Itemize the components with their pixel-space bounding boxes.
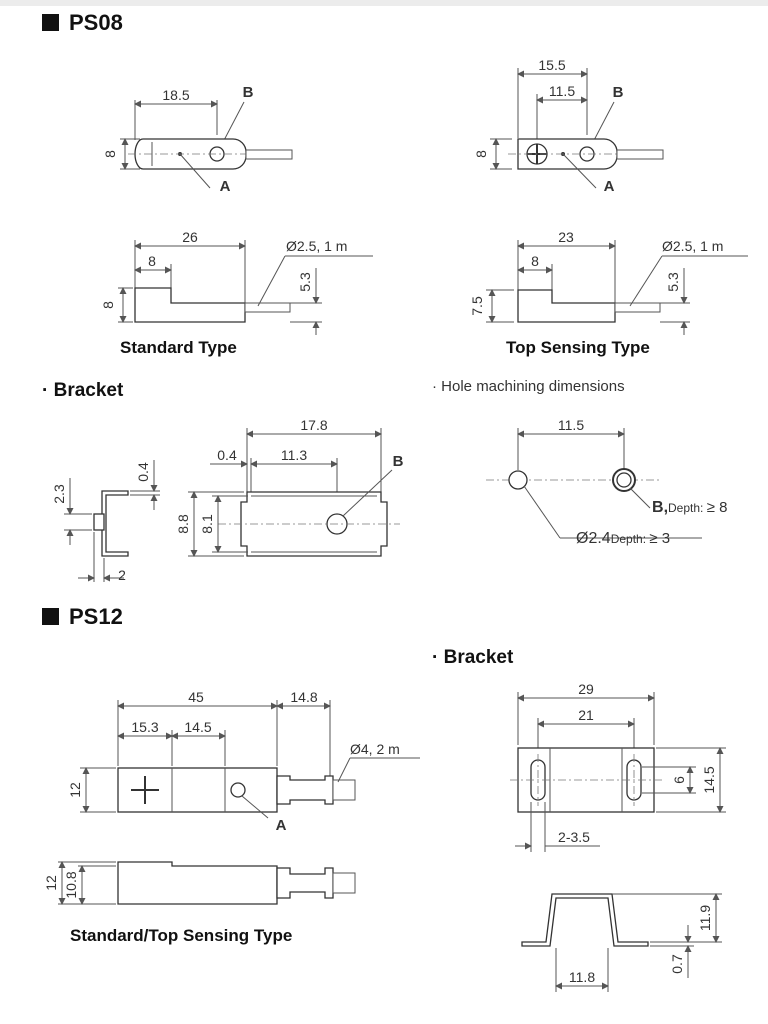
hole-machining-title: Hole machining dimensions (441, 378, 625, 395)
ps08-topsensing-side-view: 23 8 7.5 5.3 Ø2.5, 1 m (469, 229, 748, 335)
ps08-standard-top-view: 18.5 B 8 A (102, 84, 293, 195)
ps12-side-view: 12 10.8 (43, 861, 356, 905)
square-bullet-icon (42, 608, 59, 625)
ps08-std-h-label: 8 (102, 150, 118, 158)
ps12-bracket-inner-label: 21 (578, 707, 594, 723)
ps12-bracket-side-w-label: 11.8 (569, 969, 595, 985)
ps08-ts-a-label: A (604, 178, 615, 195)
hole-b-depth-label: Depth: (668, 501, 707, 515)
ps08-ts-side-h-label: 7.5 (469, 296, 485, 316)
square-bullet-icon (42, 14, 59, 31)
top-strip (0, 0, 768, 6)
ps08-ts-side-len-label: 23 (558, 229, 574, 245)
ps08-bracket-b-label: B (393, 453, 404, 470)
hole-dia-depth-label: Depth: (611, 532, 650, 546)
ps08-std-side-len-label: 26 (182, 229, 198, 245)
ps08-std-b-label: B (243, 84, 254, 101)
ps08-ts-len-label: 15.5 (538, 57, 565, 73)
hole-b-depth-value: ≥ 8 (707, 499, 728, 516)
ps08-bracket-w-label: 2 (118, 567, 126, 583)
ps12-bracket-total-label: 29 (578, 681, 594, 697)
ps12-bracket-side-view: 11.9 0.7 11.8 (521, 893, 722, 992)
ps08-bracket-t-label: 0.4 (135, 462, 151, 482)
ps12-top-view: 45 14.8 15.3 14.5 12 Ø4, 2 m A (67, 689, 420, 834)
ps12-heading: PS12 (42, 604, 123, 630)
ps12-side-h1-label: 12 (43, 875, 59, 891)
ps08-bracket-front-view: 17.8 0.4 11.3 B 8.8 8.1 (175, 417, 404, 557)
ps12-a-len-label: 15.3 (131, 719, 158, 735)
ps12-total-label: 45 (188, 689, 204, 705)
ps08-std-side-h2-label: 5.3 (297, 272, 313, 292)
ps08-ts-inner-label: 11.5 (549, 83, 575, 99)
ps12-b-len-label: 14.5 (184, 719, 211, 735)
hole-machining-heading: · Hole machining dimensions (432, 378, 625, 395)
ps08-top-sensing-caption: Top Sensing Type (506, 338, 650, 357)
hole-b-letter: B (652, 499, 664, 516)
ps12-title: PS12 (69, 604, 123, 629)
hole-dia-value: Ø2.4 (576, 530, 611, 547)
ps12-bracket-hole-label: 2-3.5 (558, 829, 590, 845)
hole-machining-view: 11.5 B,Depth: ≥ 8 Ø2.4Depth: ≥ 3 (486, 417, 727, 547)
ps12-cable-label: Ø4, 2 m (350, 741, 400, 757)
ps12-caption: Standard/Top Sensing Type (70, 926, 293, 945)
ps12-bracket-side-h-label: 11.9 (697, 905, 713, 931)
ps08-standard-side-view: 26 8 8 5.3 Ø2.5, 1 m (100, 229, 373, 335)
ps12-bracket-heading: · Bracket (432, 647, 514, 668)
ps12-bracket-slot-label: 6 (671, 776, 687, 784)
ps08-bracket-total-label: 17.8 (300, 417, 327, 433)
ps08-bracket-h1-label: 8.8 (175, 514, 191, 534)
ps12-bracket-title: Bracket (443, 647, 514, 668)
ps12-a-label: A (276, 817, 287, 834)
ps08-std-side-h-label: 8 (100, 301, 116, 309)
hole-spacing-label: 11.5 (558, 417, 584, 433)
hole-dia-label: Ø2.4Depth: ≥ 3 (576, 530, 670, 547)
ps08-ts-h-label: 8 (473, 150, 489, 158)
ps08-ts-cable-label: Ø2.5, 1 m (662, 238, 723, 254)
ps08-std-side-step-label: 8 (148, 253, 156, 269)
ps08-heading: PS08 (42, 10, 123, 36)
ps08-bracket-offset-label: 0.4 (217, 447, 237, 463)
ps08-std-a-label: A (220, 178, 231, 195)
ps08-ts-side-h2-label: 5.3 (665, 272, 681, 292)
ps08-standard-caption: Standard Type (120, 338, 237, 357)
ps08-bracket-title: Bracket (53, 380, 124, 401)
ps08-bracket-mid-label: 11.3 (281, 447, 307, 463)
ps08-std-len-label: 18.5 (162, 87, 189, 103)
hole-b-label: B,Depth: ≥ 8 (652, 499, 727, 516)
ps08-title: PS08 (69, 10, 123, 35)
ps08-bracket-h2-label: 8.1 (199, 514, 215, 534)
ps08-bracket-h-label: 2.3 (51, 484, 67, 504)
hole-dia-depth-value: ≥ 3 (649, 530, 670, 547)
ps12-side-h2-label: 10.8 (63, 871, 79, 898)
ps12-bracket-top-view: 29 21 14.5 6 2-3.5 (510, 681, 726, 852)
ps08-std-cable-label: Ø2.5, 1 m (286, 238, 347, 254)
ps12-bracket-side-t-label: 0.7 (669, 954, 685, 974)
ps08-bracket-heading: · Bracket (42, 380, 124, 401)
ps12-bracket-h-label: 14.5 (701, 766, 717, 793)
ps08-ts-b-label: B (613, 84, 624, 101)
ps12-cable-len-label: 14.8 (290, 689, 317, 705)
ps12-h-label: 12 (67, 782, 83, 798)
ps08-ts-side-step-label: 8 (531, 253, 539, 269)
ps08-bracket-side-view: 2.3 0.4 2 (51, 460, 160, 583)
ps08-topsensing-top-view: 15.5 11.5 B 8 A (473, 57, 664, 195)
